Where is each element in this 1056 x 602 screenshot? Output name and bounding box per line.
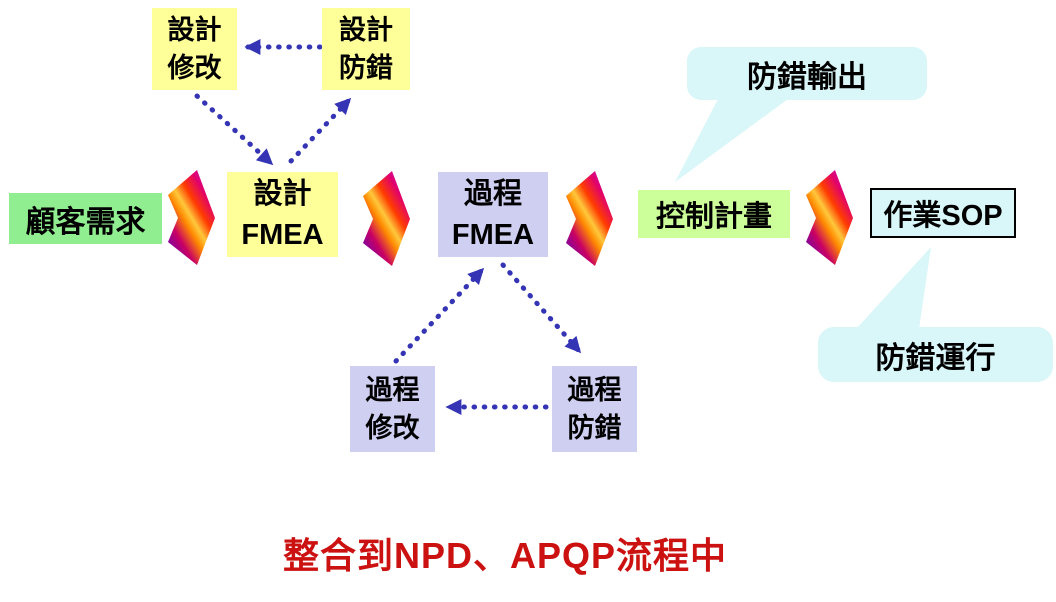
box-control-plan-label: 控制計畫 xyxy=(655,201,772,233)
box-process-fmea: 過程 FMEA xyxy=(438,172,548,257)
callout-errorproof-run: 防錯運行 xyxy=(818,327,1053,382)
arrow-process-change-to-fmea xyxy=(393,266,486,364)
box-process-fmea-line2: FMEA xyxy=(451,218,535,251)
box-process-change: 過程 修改 xyxy=(350,366,435,452)
box-process-errorproof-line2: 防錯 xyxy=(567,413,622,443)
box-operation-sop-label: 作業SOP xyxy=(883,200,1003,232)
arrow-design-change-to-fmea xyxy=(194,93,275,167)
box-design-fmea-line1: 設計 xyxy=(253,177,312,210)
callout-errorproof-run-label: 防錯運行 xyxy=(875,341,996,375)
box-design-errorproof-line2: 防錯 xyxy=(339,53,393,83)
box-process-errorproof-line1: 過程 xyxy=(567,375,622,405)
callout-errorproof-output: 防錯輸出 xyxy=(687,47,927,100)
box-design-fmea: 設計 FMEA xyxy=(227,172,338,257)
flow-arrow-2 xyxy=(363,171,410,266)
callout-errorproof-output-label: 防錯輸出 xyxy=(747,60,867,94)
box-process-errorproof: 過程 防錯 xyxy=(552,366,637,452)
box-process-fmea-line1: 過程 xyxy=(463,177,522,210)
flow-arrow-3 xyxy=(566,171,613,266)
arrow-design-fmea-to-errorproof xyxy=(288,96,353,164)
box-design-change-line1: 設計 xyxy=(167,15,222,45)
box-process-change-line2: 修改 xyxy=(365,413,420,443)
box-design-errorproof-line1: 設計 xyxy=(339,15,393,45)
box-customer-need: 顧客需求 xyxy=(9,193,162,244)
flow-arrow-4 xyxy=(806,170,853,265)
box-design-change-line2: 修改 xyxy=(167,53,222,83)
box-operation-sop: 作業SOP xyxy=(870,188,1016,238)
box-process-change-line1: 過程 xyxy=(365,375,420,405)
box-design-fmea-line2: FMEA xyxy=(241,218,324,251)
callout-run-tail xyxy=(856,247,931,329)
callout-output-tail xyxy=(675,99,788,182)
flow-arrow-1 xyxy=(168,170,215,265)
box-design-errorproof: 設計 防錯 xyxy=(322,8,410,90)
box-customer-need-label: 顧客需求 xyxy=(25,205,146,239)
arrow-process-fmea-to-errorproof xyxy=(500,262,583,355)
caption-text: 整合到NPD、APQP流程中 xyxy=(282,535,728,576)
box-control-plan: 控制計畫 xyxy=(638,190,790,238)
box-design-change: 設計 修改 xyxy=(152,8,237,90)
